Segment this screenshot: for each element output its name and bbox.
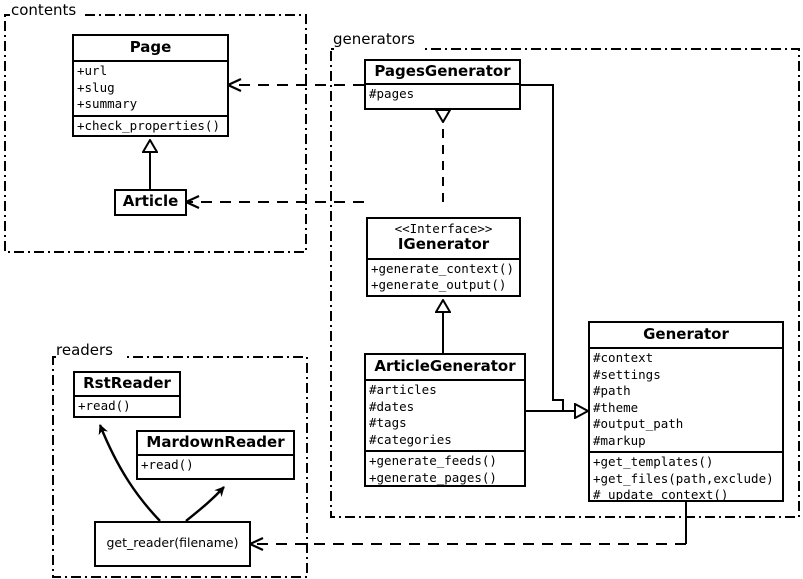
class-member: +get_templates() <box>593 454 714 470</box>
class-member: +get_files(path,exclude) <box>593 470 774 486</box>
class-member: +check_properties() <box>77 117 220 133</box>
class-box-generator[interactable]: Generator #context #settings #path #them… <box>588 321 784 502</box>
package-label-readers: readers <box>56 341 113 359</box>
class-member: +generate_pages() <box>369 469 497 485</box>
class-member: +generate_output() <box>371 277 507 293</box>
class-member: #settings <box>593 366 661 382</box>
class-member: +slug <box>77 79 115 95</box>
class-title-page: Page <box>129 38 172 56</box>
class-member: +generate_context() <box>371 260 514 276</box>
class-member: +url <box>77 63 108 79</box>
class-member: #pages <box>369 86 415 102</box>
class-title-articlegenerator: ArticleGenerator <box>374 357 516 375</box>
class-member: #markup <box>593 432 646 448</box>
package-label-generators: generators <box>333 30 415 48</box>
package-frame-contents <box>4 14 307 253</box>
class-attributes-generator: #context #settings #path #theme #output_… <box>590 347 782 451</box>
function-label-get-reader: get_reader(filename) <box>106 535 239 550</box>
class-member: #tags <box>369 415 407 431</box>
class-member: #theme <box>593 399 639 415</box>
edge-getreader-to-rstreader <box>98 424 161 522</box>
function-box-get-reader[interactable]: get_reader(filename) <box>94 521 251 567</box>
class-box-rstreader[interactable]: RstReader +read() <box>73 371 181 418</box>
class-member: #context <box>593 350 654 366</box>
class-member: #path <box>593 383 631 399</box>
class-attributes-page: +url +slug +summary <box>74 60 227 115</box>
class-methods-rstreader: +read() <box>75 395 179 417</box>
package-label-contents: contents <box>11 1 77 19</box>
class-box-igenerator[interactable]: <<Interface>> IGenerator +generate_conte… <box>366 217 521 297</box>
class-member: #categories <box>369 431 452 447</box>
class-attributes-articlegenerator: #articles #dates #tags #categories <box>366 379 524 450</box>
package-frame-generators <box>330 48 800 518</box>
class-member: #output_path <box>593 416 684 432</box>
class-title-igenerator: IGenerator <box>397 235 490 254</box>
class-box-pagesgenerator[interactable]: PagesGenerator #pages <box>364 59 521 110</box>
class-title-mardownreader: MardownReader <box>146 433 285 451</box>
class-methods-generator: +get_templates() +get_files(path,exclude… <box>590 451 782 506</box>
class-box-page[interactable]: Page +url +slug +summary +check_properti… <box>72 34 229 137</box>
class-stereotype-igenerator: <<Interface>> <box>394 221 493 236</box>
class-member: +read() <box>141 457 194 473</box>
edge-getreader-to-mardownreader <box>185 486 225 522</box>
class-member: #articles <box>369 382 437 398</box>
class-methods-mardownreader: +read() <box>138 454 293 476</box>
class-box-article[interactable]: Article <box>114 189 187 216</box>
class-title-article: Article <box>122 192 179 210</box>
class-member: #_update_context() <box>593 487 729 503</box>
class-member: +generate_feeds() <box>369 453 497 469</box>
class-attributes-pagesgenerator: #pages <box>366 83 519 105</box>
class-title-pagesgenerator: PagesGenerator <box>374 62 511 80</box>
class-member: #dates <box>369 398 415 414</box>
class-methods-igenerator: +generate_context() +generate_output() <box>368 257 519 296</box>
class-methods-page: +check_properties() <box>74 114 227 137</box>
edge-pagesgenerator-to-generator <box>520 84 564 411</box>
class-box-mardownreader[interactable]: MardownReader +read() <box>136 430 295 480</box>
class-member: +summary <box>77 96 138 112</box>
class-methods-articlegenerator: +generate_feeds() +generate_pages() <box>366 450 524 488</box>
package-frame-readers <box>52 356 308 578</box>
class-box-articlegenerator[interactable]: ArticleGenerator #articles #dates #tags … <box>364 353 526 487</box>
class-title-rstreader: RstReader <box>83 374 171 392</box>
class-member: +read() <box>78 398 131 414</box>
class-title-generator: Generator <box>643 325 729 343</box>
